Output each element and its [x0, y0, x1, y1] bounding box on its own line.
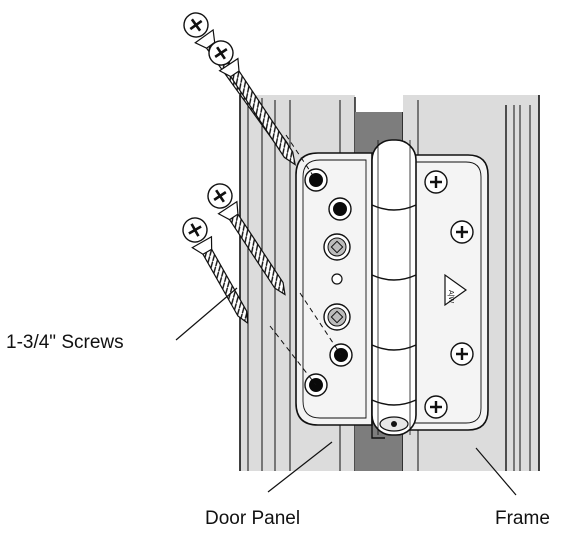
phillips-screw-head-icon: [450, 342, 474, 366]
phillips-screw-head-icon: [424, 395, 448, 419]
screws-label: 1-3/4" Screws: [6, 332, 124, 353]
phillips-screw-head-icon: [450, 220, 474, 244]
screw-hole-icon: [328, 197, 352, 221]
adjuster-cam-icon: [323, 233, 351, 261]
logo-mark-text: A|W: [447, 290, 454, 303]
adjuster-cam-icon: [323, 303, 351, 331]
screw-icon: [182, 217, 249, 325]
door-hinge-leaf: [295, 152, 385, 439]
screw-hole-icon: [331, 273, 343, 285]
leader-lines: [175, 287, 517, 496]
door-panel-label: Door Panel: [205, 508, 300, 529]
hinge-knuckle: [371, 139, 417, 436]
logo-triangle-icon: A|W: [444, 273, 468, 307]
frame-label: Frame: [495, 508, 550, 529]
screw-icon: [208, 40, 297, 166]
phillips-screw-head-icon: [424, 170, 448, 194]
screw-icon: [207, 183, 286, 296]
screw-insertion-guides: [269, 134, 342, 386]
